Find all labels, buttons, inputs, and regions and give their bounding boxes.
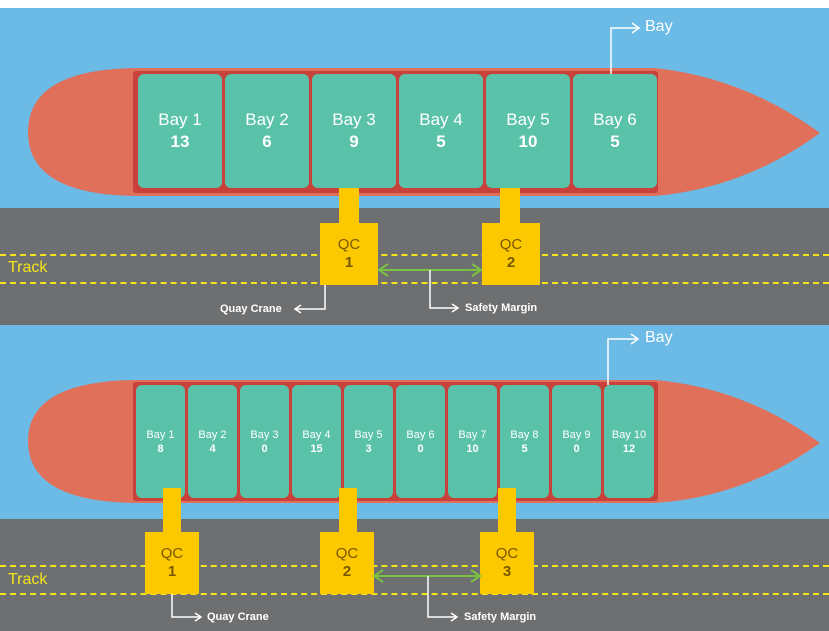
scenario-top: Track Bay 1 13 Bay 2 6 Bay 3 9 Bay 4 5 B…: [0, 8, 829, 325]
bay-callout-label: Bay: [645, 329, 673, 347]
safety-margin-note: Safety Margin: [464, 611, 536, 623]
annotation-arrows: [0, 8, 829, 325]
scenario-bottom: Track Bay 1 8 Bay 2 4 Bay 3 0 Bay 4 15 B…: [0, 325, 829, 631]
safety-margin-note: Safety Margin: [465, 302, 537, 314]
quay-crane-note: Quay Crane: [207, 611, 269, 623]
quay-crane-note: Quay Crane: [220, 303, 282, 315]
annotation-arrows: [0, 325, 829, 631]
bay-callout-label: Bay: [645, 18, 673, 36]
